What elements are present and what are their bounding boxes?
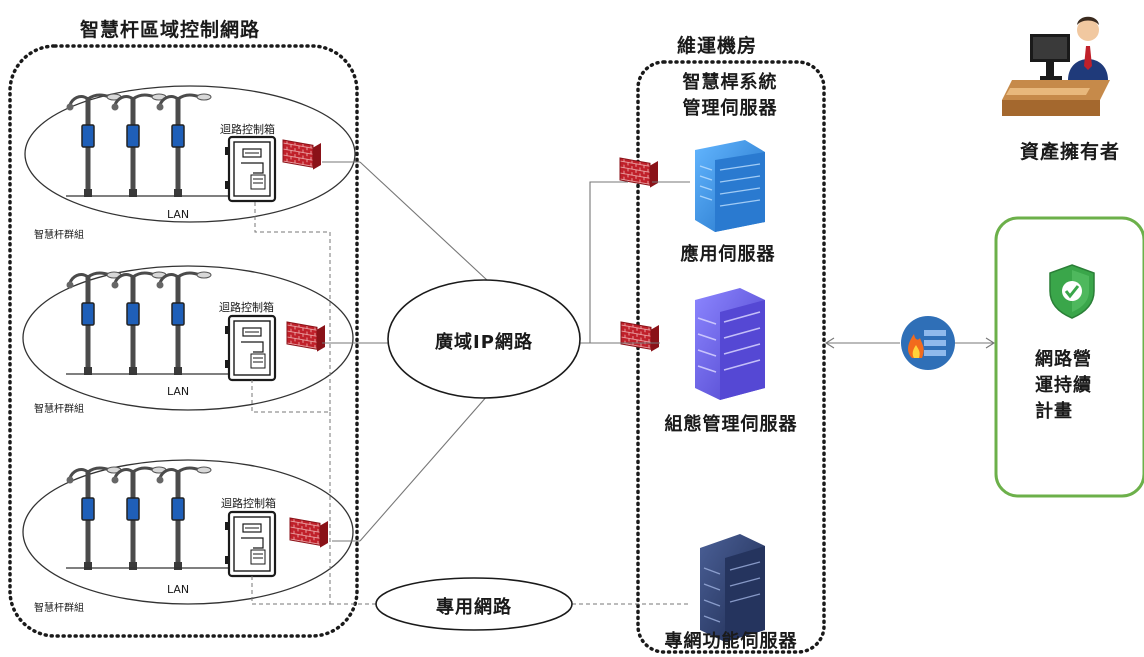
config-server-icon: [695, 288, 765, 400]
private-network: [375, 577, 573, 631]
pole-cluster-1: [24, 85, 356, 223]
pole-area-boundary: [8, 44, 359, 638]
control-box-label: 迴路控制箱: [219, 301, 274, 314]
asset-owner-icon: [1002, 16, 1110, 116]
config-server-label: 組態管理伺服器: [664, 414, 798, 435]
bcp-box: [994, 216, 1144, 498]
lan-label: LAN: [167, 385, 190, 398]
private-network-label: 專用網路: [436, 597, 512, 618]
application-server-icon: [695, 140, 765, 232]
bcp-label: 網路營 運持續 計畫: [1035, 349, 1092, 422]
application-server-label: 應用伺服器: [680, 244, 776, 265]
firewall-icon: [289, 517, 329, 549]
firewall-badge-icon: [901, 316, 955, 370]
lan-label: LAN: [167, 583, 190, 596]
shield-check-icon: [1049, 264, 1095, 319]
firewall-icon: [282, 139, 322, 171]
asset-owner-label: 資產擁有者: [1019, 141, 1121, 163]
wan-network: [387, 279, 581, 399]
private-function-server-icon: [700, 534, 765, 642]
pole-cluster-2: [22, 265, 354, 411]
firewall-icon: [620, 321, 660, 353]
firewall-icon: [286, 321, 326, 353]
smart-pole-icon: [67, 94, 212, 570]
pole-cluster-3: [22, 459, 354, 605]
pole-group-label: 智慧杆群組: [34, 230, 84, 241]
private-function-server-label: 專網功能伺服器: [664, 631, 798, 652]
wan-network-label: 廣域IP網路: [435, 332, 533, 353]
system-mgmt-server-label: 智慧桿系統 管理伺服器: [682, 72, 778, 119]
pole-group-label: 智慧杆群組: [34, 603, 84, 614]
pole-area-title: 智慧杆區域控制網路: [80, 19, 261, 41]
control-box-label: 迴路控制箱: [220, 123, 275, 136]
control-box-label: 迴路控制箱: [221, 497, 276, 510]
lan-label: LAN: [167, 208, 190, 221]
machine-room-title: 維運機房: [677, 35, 758, 57]
machine-room-boundary: [636, 60, 826, 654]
control-box-icon: [223, 135, 277, 203]
control-box-icon: [223, 314, 277, 382]
control-box-icon: [223, 510, 277, 578]
firewall-icon: [619, 157, 659, 189]
pole-group-label: 智慧杆群組: [34, 404, 84, 415]
